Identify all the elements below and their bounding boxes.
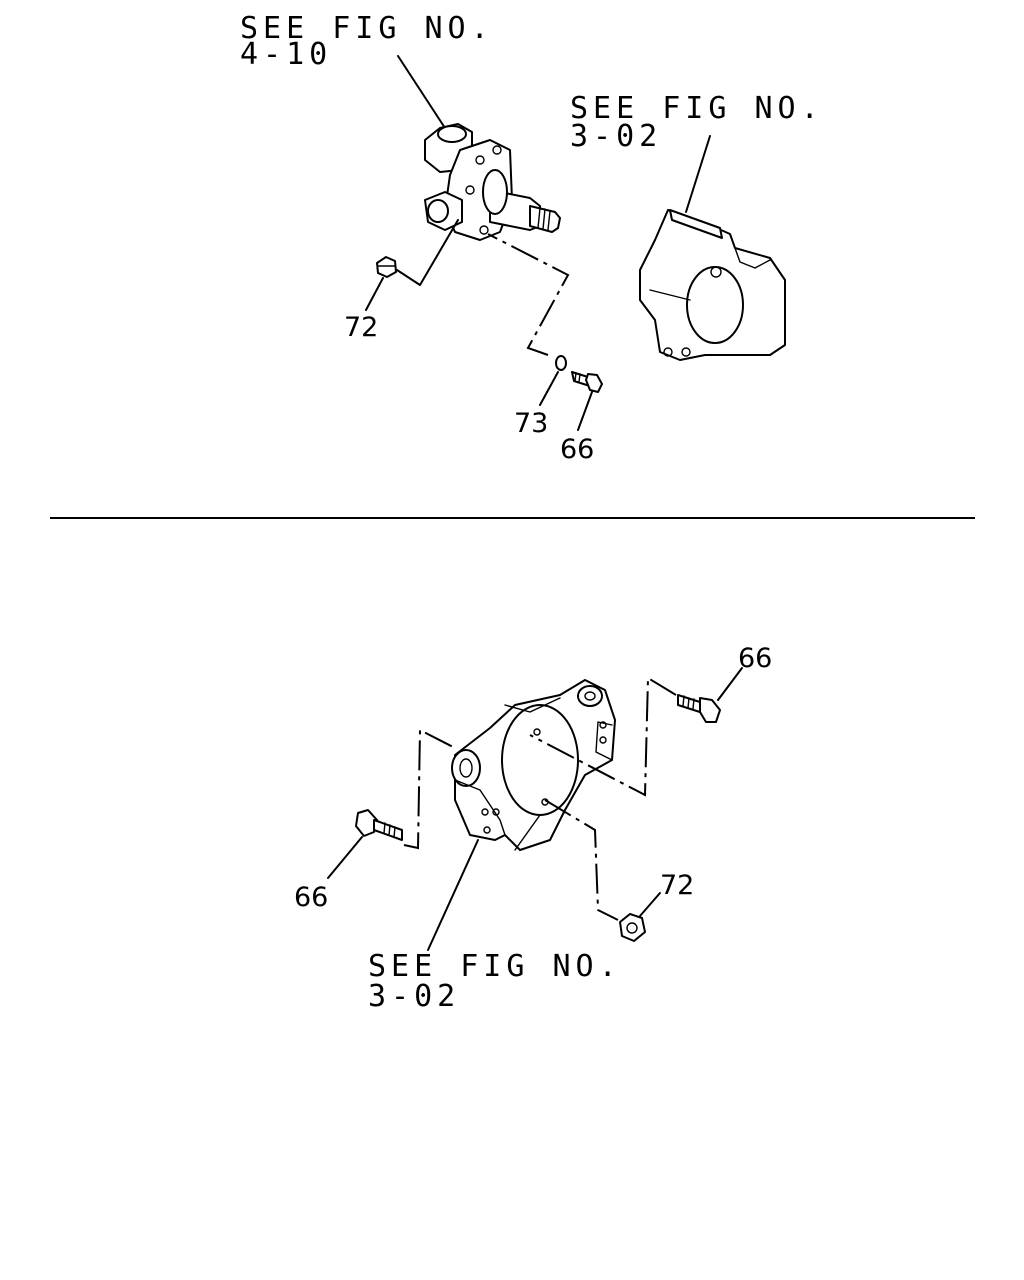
- bottom-knuckle-leader: [427, 839, 479, 951]
- top-bolt-assembly-line: [487, 233, 570, 356]
- bottom-nut-leader: [639, 892, 661, 917]
- bottom-bolt-66-right: [677, 694, 721, 723]
- bottom-nut-72: [619, 913, 646, 942]
- bottom-left-bolt-assembly-line: [403, 728, 456, 850]
- bottom-callout-66-left: 66: [294, 882, 328, 913]
- bottom-callout-72: 72: [660, 870, 694, 901]
- top-washer-73: [555, 355, 567, 371]
- top-ref-knuckle-line1: SEE FIG NO.: [240, 11, 494, 46]
- top-nut-assembly-line: [396, 219, 459, 286]
- top-callout-73: 73: [514, 408, 548, 439]
- top-callout-72: 72: [344, 312, 378, 343]
- top-ref-caliper-line1: SEE FIG NO.: [570, 91, 824, 126]
- top-bolt-66: [571, 371, 603, 393]
- top-knuckle-leader: [397, 55, 446, 129]
- top-ref-knuckle-line2: 4-10: [240, 37, 332, 72]
- top-nut-72: [376, 256, 397, 278]
- top-steering-knuckle: [424, 123, 561, 241]
- bottom-right-bolt-leader: [717, 667, 743, 701]
- top-caliper-bracket: [639, 209, 786, 361]
- top-ref-caliper-line2: 3-02: [570, 119, 662, 154]
- top-caliper-leader: [685, 135, 711, 213]
- bottom-callout-66-right: 66: [738, 643, 772, 674]
- top-nut-leader: [365, 277, 384, 311]
- bottom-right-bolt-assembly-line: [529, 676, 677, 797]
- bottom-left-bolt-leader: [327, 836, 363, 879]
- bottom-steering-knuckle: [451, 679, 616, 851]
- top-bolt-leader: [577, 391, 593, 431]
- bottom-nut-assembly-line: [544, 799, 619, 921]
- top-callout-66: 66: [560, 434, 594, 465]
- bottom-bolt-66-left: [355, 809, 403, 841]
- bottom-ref-knuckle-line2: 3-02: [368, 979, 460, 1014]
- top-washer-leader: [539, 371, 559, 406]
- bottom-ref-knuckle-line1: SEE FIG NO.: [368, 949, 622, 984]
